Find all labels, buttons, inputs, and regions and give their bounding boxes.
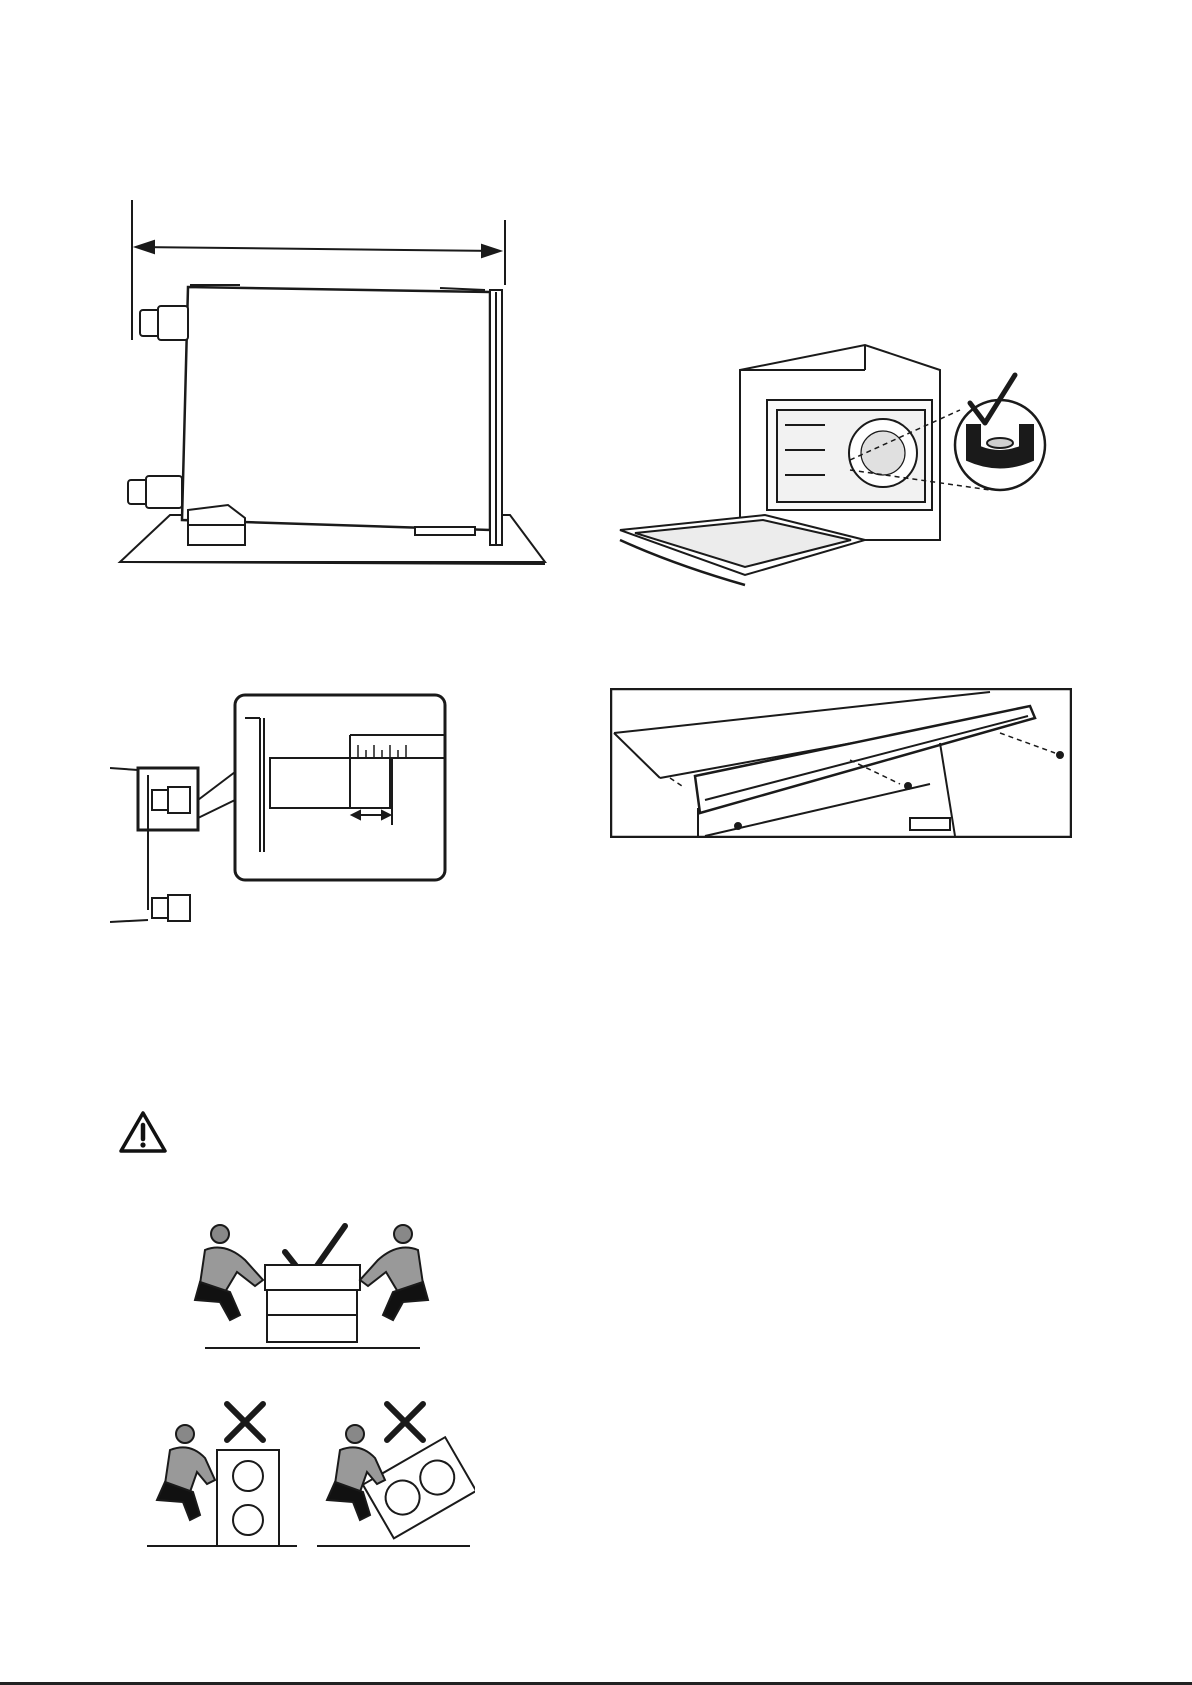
incorrect-lift-drawing (145, 1400, 300, 1550)
correct-lift-drawing (185, 1220, 440, 1355)
oven-level-check-drawing (615, 335, 1075, 595)
oven-side-view-drawing (110, 200, 550, 575)
cross-mark-icon (227, 1404, 263, 1440)
oven-side-view-figure (110, 200, 550, 575)
incorrect-tilted-lift-figure (315, 1400, 475, 1550)
trim-strip-drawing (610, 688, 1072, 838)
pipe-depth-detail-figure (110, 690, 455, 925)
pipe-depth-detail-drawing (110, 690, 455, 925)
oven-level-check-figure (615, 335, 1075, 595)
cross-mark-icon (387, 1404, 423, 1440)
incorrect-tilted-lift-drawing (315, 1400, 475, 1550)
correct-lift-figure (185, 1220, 440, 1355)
warning-icon (118, 1110, 168, 1154)
trim-strip-figure (610, 688, 1072, 838)
incorrect-lift-figure (145, 1400, 300, 1550)
